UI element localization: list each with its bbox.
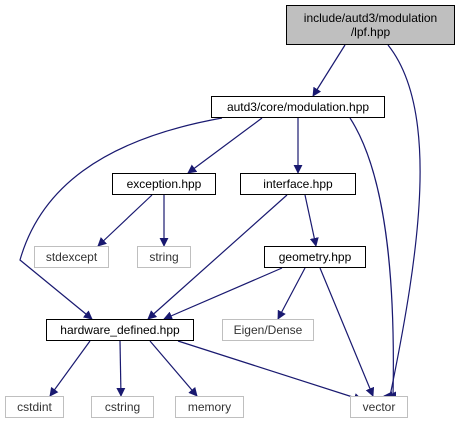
node-label: memory [187,400,232,414]
node-label: vector [362,400,396,414]
edge-interface-to-hardware_defined [147,194,288,320]
node-memory[interactable]: memory [175,396,244,418]
node-string[interactable]: string [137,246,191,268]
edge-hardware_defined-to-cstring [116,340,126,397]
edge-root-to-modulation [312,44,346,97]
node-label: cstdint [17,400,52,414]
node-label-line-1: include/autd3/modulation [303,11,438,25]
edge-geometry-to-vector [319,267,375,397]
edge-modulation-to-exception [187,117,263,174]
node-exception-hpp[interactable]: exception.hpp [112,173,216,195]
node-label: string [149,250,179,264]
node-cstring[interactable]: cstring [91,396,154,418]
edge-geometry-to-eigen [277,267,306,320]
node-geometry-hpp[interactable]: geometry.hpp [264,246,366,268]
edge-hardware_defined-to-cstdint [49,340,91,397]
node-label: Eigen/Dense [233,323,303,337]
edge-geometry-to-hardware_defined [163,267,283,320]
edge-hardware_defined-to-vector [177,340,363,402]
edge-interface-to-geometry [304,194,319,247]
node-label: cstring [104,400,141,414]
node-label: stdexcept [45,250,98,264]
node-label: exception.hpp [126,177,202,191]
edge-modulation-to-vector [349,117,394,401]
node-label: autd3/core/modulation.hpp [226,100,370,114]
node-stdexcept[interactable]: stdexcept [34,246,109,268]
node-label: interface.hpp [263,177,333,191]
node-interface-hpp[interactable]: interface.hpp [240,173,356,195]
node-label: geometry.hpp [278,250,352,264]
node-cstdint[interactable]: cstdint [5,396,64,418]
node-label: hardware_defined.hpp [60,323,180,337]
node-vector[interactable]: vector [350,396,408,418]
edge-hardware_defined-to-memory [149,340,198,397]
node-modulation-hpp[interactable]: autd3/core/modulation.hpp [211,96,385,118]
node-lpf-hpp[interactable]: include/autd3/modulation /lpf.hpp [286,5,455,45]
edge-root-to-vector [387,44,421,401]
edge-exception-to-stdexcept [97,194,153,247]
edge-modulation-to-hardware_defined [19,117,223,320]
node-label-line-2: /lpf.hpp [350,25,391,39]
node-hardware-defined-hpp[interactable]: hardware_defined.hpp [46,319,194,341]
node-eigen-dense[interactable]: Eigen/Dense [222,319,314,341]
